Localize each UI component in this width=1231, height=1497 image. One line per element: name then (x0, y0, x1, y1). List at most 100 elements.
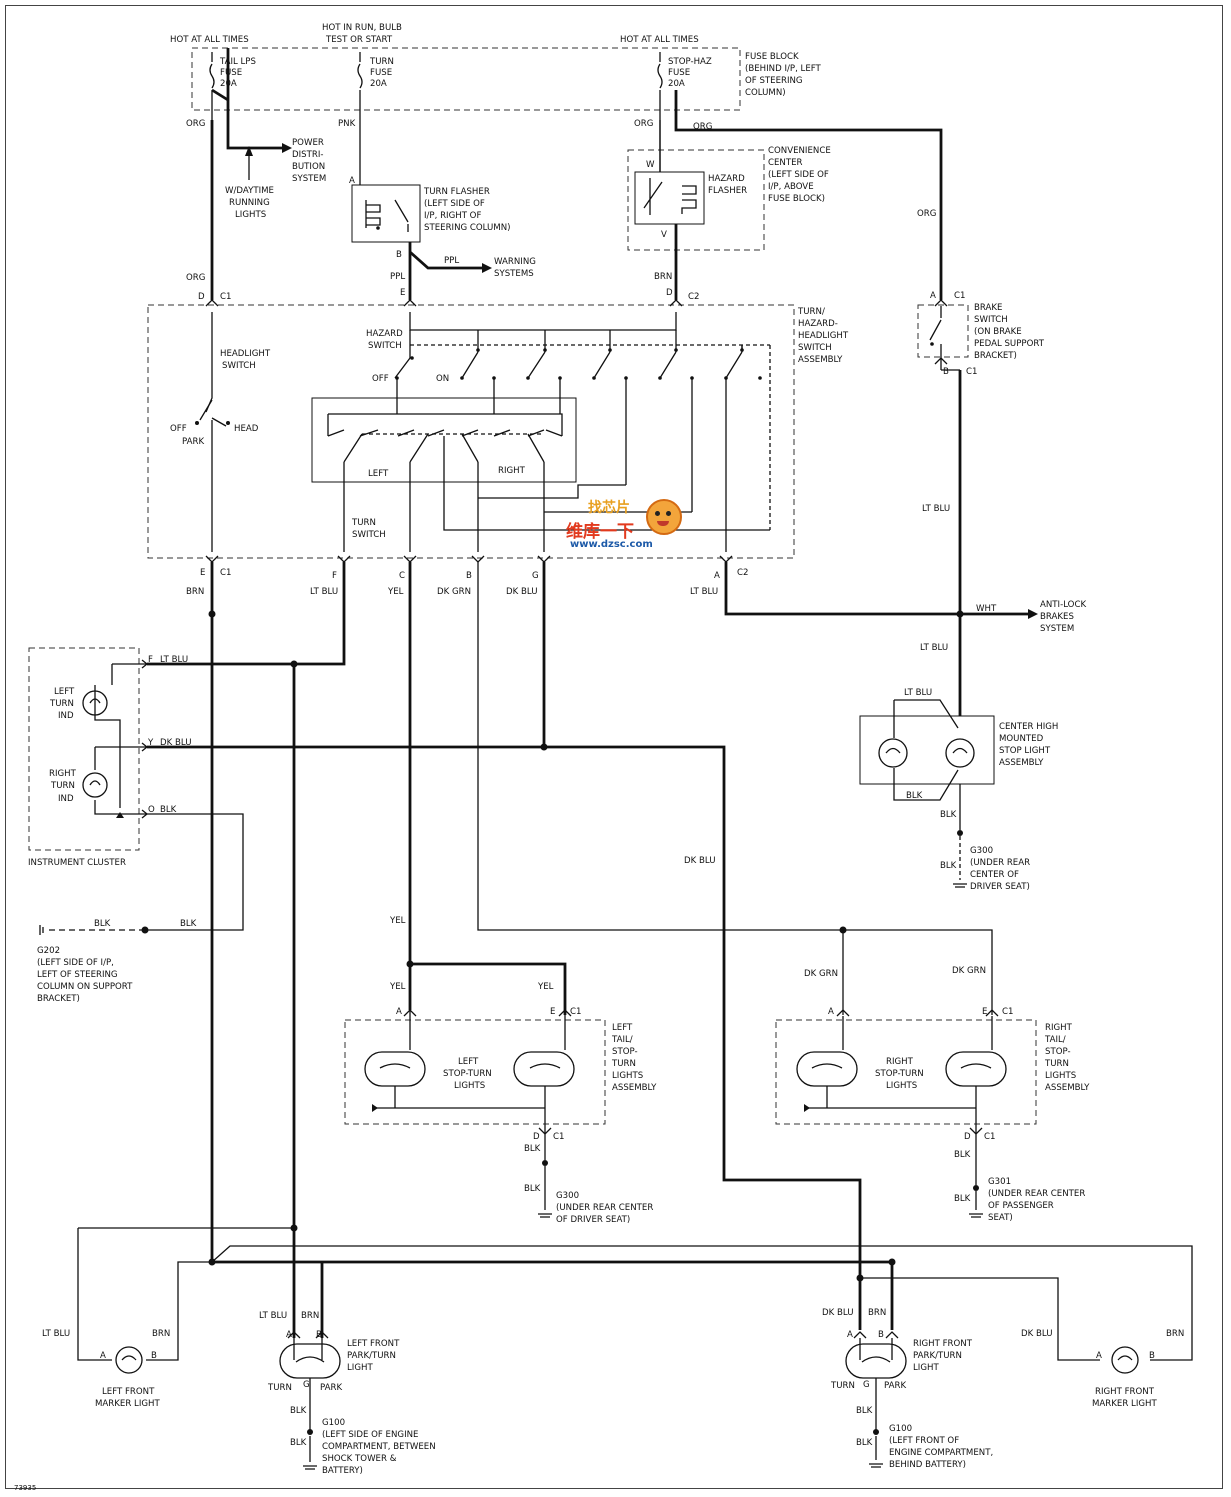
label-g202a: G202 (37, 946, 60, 956)
label-pinB1: B (396, 250, 402, 260)
lfm-ltblu (77, 1227, 294, 1361)
g301-symbol (969, 1213, 983, 1218)
label-hot2b: TEST OR START (325, 35, 393, 45)
label-bF: F (332, 571, 337, 581)
yel-split (410, 962, 567, 1015)
g202-symbol (39, 925, 44, 935)
label-ltblu_bs: LT BLU (922, 504, 950, 514)
label-rt1: RIGHT (1045, 1023, 1073, 1033)
j5 (141, 926, 149, 934)
label-g100la: G100 (322, 1418, 345, 1428)
label-blk_l2: BLK (524, 1184, 541, 1194)
label-hz2: SWITCH (368, 341, 402, 351)
label-g300lc: OF DRIVER SEAT) (556, 1215, 630, 1225)
turn-hazard-headlight-switch-box (147, 304, 795, 559)
label-icF: F (148, 655, 153, 665)
label-lfp_blk2: BLK (290, 1438, 307, 1448)
label-lti1: LEFT (54, 687, 75, 697)
label-icY: Y (147, 738, 154, 748)
turn-fuse (357, 52, 363, 185)
lfm-fil (121, 1355, 137, 1361)
label-cc5: FUSE BLOCK) (768, 194, 825, 204)
label-g202b: (LEFT SIDE OF I/P, (37, 958, 114, 968)
label-rfp3: LIGHT (913, 1363, 939, 1373)
label-bsC1b: C1 (966, 367, 977, 377)
j14 (888, 1258, 896, 1266)
label-lfpB: B (316, 1330, 322, 1340)
label-blk_r1: BLK (954, 1150, 971, 1160)
label-ppl2: PPL (390, 272, 405, 282)
label-rfp1: RIGHT FRONT (913, 1339, 973, 1349)
diagram-frame (5, 5, 1223, 1489)
label-lfmB: B (151, 1351, 157, 1361)
c8 (460, 376, 464, 380)
instrument-cluster-box (28, 647, 140, 851)
label-drl3: LIGHTS (235, 210, 266, 220)
label-g100ld: SHOCK TOWER & (322, 1454, 397, 1464)
c2 (476, 348, 480, 352)
label-drl1: W/DAYTIME (225, 186, 274, 196)
rt-drops (842, 1016, 993, 1050)
right-front-park-turn-bulb (845, 1343, 907, 1379)
hazard-bus (409, 312, 677, 331)
label-wDkGrn: DK GRN (437, 587, 471, 597)
right-turn-ind-bulb (82, 772, 108, 798)
label-lt6: ASSEMBLY (612, 1083, 657, 1093)
rfp-internals (859, 1338, 893, 1430)
ic-right-turn-wiring (94, 746, 147, 815)
label-lfm_brn: BRN (152, 1329, 170, 1339)
label-lfp2: PARK/TURN (347, 1351, 396, 1361)
label-rfmA: A (1096, 1351, 1102, 1361)
label-g300c: CENTER OF (970, 870, 1019, 880)
convenience-center-box (627, 149, 765, 251)
label-icLtBlu: LT BLU (160, 655, 188, 665)
label-brn1: BRN (654, 272, 672, 282)
j11 (290, 1224, 298, 1232)
fuse-block-box (191, 47, 741, 111)
dk-blu-main (147, 745, 862, 1330)
left-tail-ground (372, 1086, 546, 1134)
chmsl-bulb-2 (945, 738, 975, 768)
label-g301a: G301 (988, 1177, 1011, 1187)
label-yel_l1: YEL (389, 982, 406, 992)
label-th1: TURN/ (797, 307, 825, 317)
label-fb2: (BEHIND I/P, LEFT (745, 64, 822, 74)
right-tail-assembly-box (775, 1019, 1037, 1125)
connector-caps-top (205, 299, 948, 365)
label-blk_l1: BLK (524, 1144, 541, 1154)
fuse-branch (211, 88, 229, 102)
label-th2: HAZARD- (798, 319, 838, 329)
label-rfm_brn: BRN (1166, 1329, 1184, 1339)
j9 (839, 926, 847, 934)
ic-left-turn-wiring (94, 663, 147, 808)
yel-drops (409, 1010, 566, 1050)
hazard-flasher-box (634, 171, 705, 225)
brake-switch (929, 306, 942, 370)
label-right1: RIGHT (498, 466, 526, 476)
left-fils (379, 1063, 561, 1069)
headlight-blade (199, 399, 227, 427)
turn-switch-bus (327, 413, 563, 436)
label-pd3: BUTION (292, 162, 325, 172)
label-ltblu_ch: LT BLU (920, 643, 948, 653)
label-cc1: CONVENIENCE (768, 146, 831, 156)
label-hz1: HAZARD (366, 329, 403, 339)
brake-switch-box (917, 304, 969, 358)
label-rt4: TURN (1044, 1059, 1069, 1069)
label-rsl3: LIGHTS (886, 1081, 917, 1091)
label-rD: D (964, 1132, 971, 1142)
hazard-drops (396, 378, 727, 552)
abs-arrow (1028, 609, 1038, 619)
label-on1: ON (436, 374, 449, 384)
label-lt5: LIGHTS (612, 1071, 643, 1081)
blk-ground-wire (145, 813, 244, 931)
label-f1c: 20A (220, 79, 237, 89)
ic-ground-arrow (116, 812, 124, 818)
label-ltblu_ch2: LT BLU (904, 688, 932, 698)
label-rfpTurn: TURN (830, 1381, 855, 1391)
label-g202e: BRACKET) (37, 994, 80, 1004)
label-f2c: 20A (370, 79, 387, 89)
left-stop-bulb-2 (513, 1051, 575, 1087)
